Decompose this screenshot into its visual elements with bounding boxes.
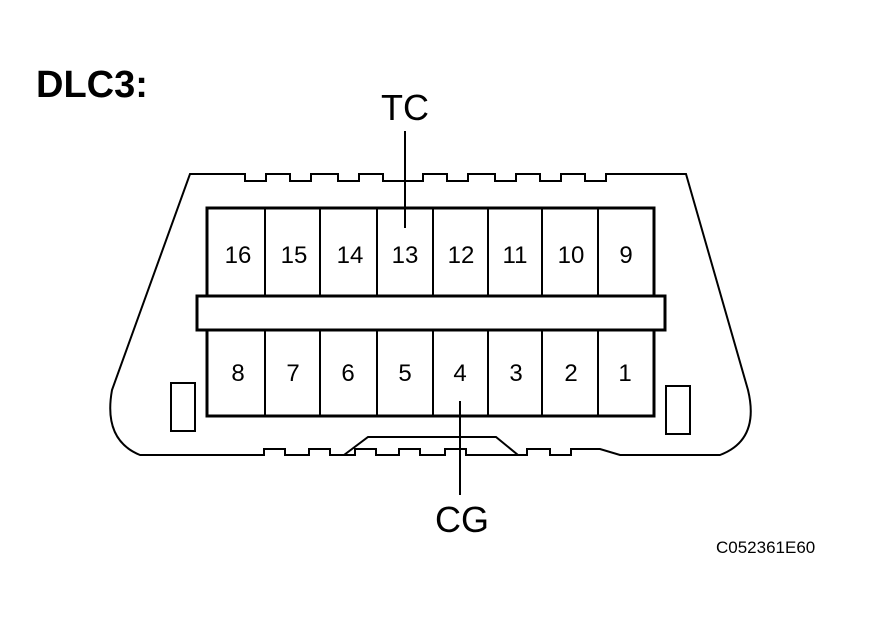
- pin-label: 3: [509, 360, 522, 387]
- tc-callout-label: TC: [381, 87, 429, 128]
- pin-label: 13: [392, 242, 419, 269]
- pin-label: 7: [286, 360, 299, 387]
- pin-label: 9: [619, 242, 632, 269]
- pin-cell-dividers: [264, 208, 599, 416]
- connector-outline: [109, 173, 752, 456]
- left-latch-slot: [170, 382, 196, 432]
- pin-label: 4: [453, 360, 466, 387]
- pin-label: 5: [398, 360, 411, 387]
- pin-label: 11: [503, 242, 528, 269]
- center-divider-bar: [195, 294, 667, 332]
- figure-id: C052361E60: [716, 538, 816, 557]
- right-latch-slot: [665, 385, 691, 435]
- pin-label: 1: [618, 360, 631, 387]
- diagram-title: DLC3:: [36, 64, 148, 106]
- pin-label: 16: [225, 242, 252, 269]
- pin-label: 14: [337, 242, 364, 269]
- pin-label: 2: [564, 360, 577, 387]
- pin-label: 6: [341, 360, 354, 387]
- bottom-pin-block: [205, 328, 656, 418]
- connector-keyway: [343, 436, 519, 456]
- top-pin-block: [205, 206, 656, 298]
- cg-callout-label: CG: [435, 499, 489, 540]
- pin-label: 10: [558, 242, 585, 269]
- pin-label: 12: [448, 242, 475, 269]
- pin-label: 15: [281, 242, 308, 269]
- pin-label: 8: [231, 360, 244, 387]
